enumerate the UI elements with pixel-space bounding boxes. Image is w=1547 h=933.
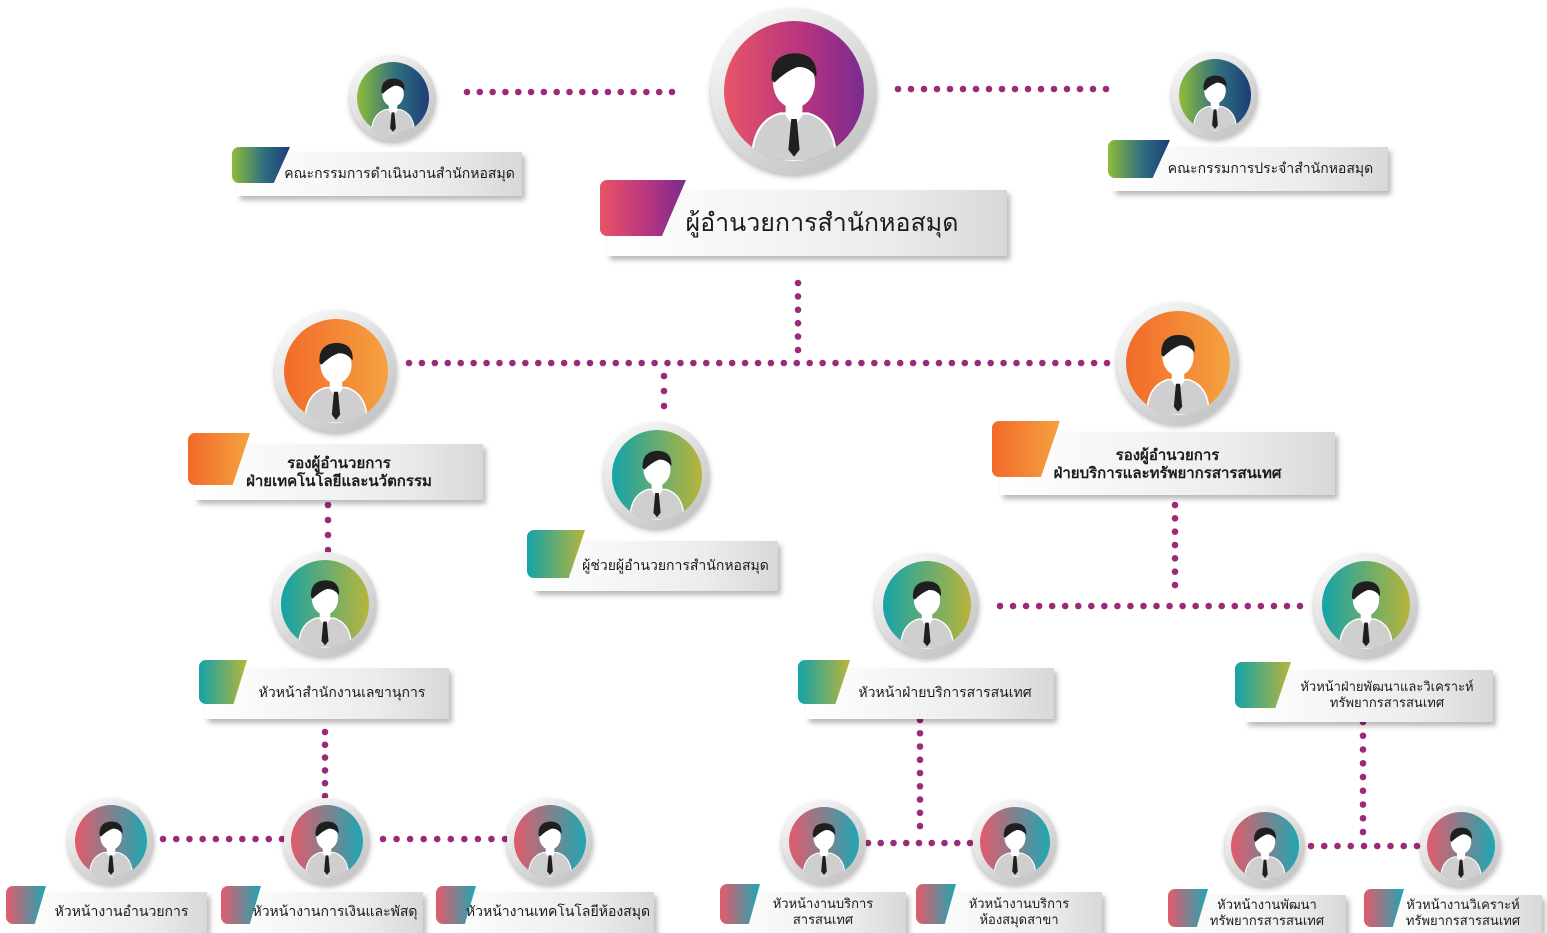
label-tab [916, 884, 956, 924]
avatar-unit-library-tech [507, 798, 593, 884]
connector-service-heads [996, 602, 1304, 610]
head-info-services-title: หัวหน้าฝ่ายบริการสารสนเทศ [858, 685, 1032, 702]
unit-branch-library-title-line1: หัวหน้างานบริการ [968, 896, 1070, 912]
label-tab [992, 421, 1060, 477]
connector-committee-operations [463, 88, 676, 96]
head-secretary-title: หัวหน้าสำนักงานเลขานุการ [258, 685, 426, 702]
avatar-deputy-services [1117, 302, 1239, 424]
person-icon [980, 807, 1050, 877]
avatar-unit-info-service [782, 800, 866, 884]
label-director: ผู้อำนวยการสำนักหอสมุด [600, 180, 1007, 256]
person-icon [1231, 812, 1299, 880]
unit-resource-analysis-title-line2: ทรัพยากรสารสนเทศ [1405, 914, 1521, 929]
assistant-director-title: ผู้ช่วยผู้อำนวยการสำนักหอสมุด [582, 557, 769, 574]
label-deputy-services: รองผู้อำนวยการ ฝ่ายบริการและทรัพยากรสารส… [992, 421, 1335, 495]
avatar-director [711, 8, 877, 174]
avatar-unit-resource-dev [1225, 806, 1305, 886]
label-head-secretary: หัวหน้าสำนักงานเลขานุการ [199, 660, 449, 719]
connector-deputy-services-down [1171, 501, 1179, 589]
avatar-deputy-tech [275, 310, 397, 432]
avatar-unit-admin [68, 798, 154, 884]
person-icon [789, 807, 859, 877]
connector-assistant [660, 372, 668, 410]
unit-finance-title: หัวหน้างานการเงินและพัสดุ [252, 904, 418, 921]
avatar-head-secretary [273, 552, 377, 656]
connector-resource-dev-down [1359, 718, 1367, 836]
unit-branch-library-title-line2: ห้องสมุดสาขา [979, 912, 1059, 928]
label-unit-info-service: หัวหน้างานบริการ สารสนเทศ [720, 884, 906, 933]
avatar-assistant-director [604, 422, 710, 528]
person-icon [291, 805, 363, 877]
avatar-head-resource-dev [1314, 553, 1418, 657]
label-tab [720, 884, 760, 924]
label-unit-finance: หัวหน้างานการเงินและพัสดุ [221, 886, 423, 933]
person-icon [357, 62, 429, 134]
connector-info-units [864, 839, 974, 847]
connector-unit-admin [159, 835, 286, 843]
label-committee-standing: คณะกรรมการประจำสำนักหอสมุด [1108, 140, 1388, 191]
unit-resource-dev-title-line1: หัวหน้างานพัฒนา [1217, 898, 1317, 914]
connector-info-services-down [916, 716, 924, 830]
label-unit-branch-library: หัวหน้างานบริการ ห้องสมุดสาขา [916, 884, 1102, 933]
label-unit-resource-dev: หัวหน้างานพัฒนา ทรัพยากรสารสนเทศ [1168, 889, 1346, 933]
unit-resource-analysis-title-line1: หัวหน้างานวิเคราะห์ [1406, 898, 1520, 914]
person-icon [1126, 311, 1230, 415]
unit-resource-dev-title-line2: ทรัพยากรสารสนเทศ [1209, 914, 1325, 929]
avatar-unit-branch-library [973, 800, 1057, 884]
connector-resource-units [1307, 842, 1421, 850]
deputy-tech-title-line2: ฝ่ายเทคโนโลยีและนวัตกรรม [246, 472, 432, 490]
unit-admin-title: หัวหน้างานอำนวยการ [54, 904, 189, 921]
person-icon [1179, 59, 1251, 131]
connector-committee-standing [894, 85, 1110, 93]
head-resource-dev-title-line1: หัวหน้าฝ่ายพัฒนาและวิเคราะห์ [1300, 680, 1474, 696]
director-title: ผู้อำนวยการสำนักหอสมุด [685, 208, 959, 237]
connector-secretary-down [321, 728, 329, 800]
unit-library-tech-title: หัวหน้างานเทคโนโลยีห้องสมุด [465, 904, 651, 921]
person-icon [612, 430, 702, 520]
avatar-unit-resource-analysis [1421, 806, 1501, 886]
person-icon [281, 560, 369, 648]
deputy-tech-title-line1: รองผู้อำนวยการ [287, 454, 391, 472]
label-head-resource-dev: หัวหน้าฝ่ายพัฒนาและวิเคราะห์ ทรัพยากรสาร… [1235, 662, 1493, 722]
committee-standing-title: คณะกรรมการประจำสำนักหอสมุด [1167, 160, 1374, 177]
committee-operations-title: คณะกรรมการดำเนินงานสำนักหอสมุด [284, 165, 515, 182]
label-deputy-tech: รองผู้อำนวยการ ฝ่ายเทคโนโลยีและนวัตกรรม [188, 433, 483, 500]
person-icon [284, 319, 388, 423]
connector-deputies [405, 359, 1111, 367]
deputy-services-title-line2: ฝ่ายบริการและทรัพยากรสารสนเทศ [1053, 463, 1282, 482]
avatar-committee-operations [350, 55, 436, 141]
deputy-services-title-line1: รองผู้อำนวยการ [1115, 445, 1220, 464]
label-head-info-services: หัวหน้าฝ่ายบริการสารสนเทศ [798, 660, 1054, 719]
avatar-head-info-services [875, 553, 979, 657]
person-icon [514, 805, 586, 877]
person-icon [883, 561, 971, 649]
label-assistant-director: ผู้ช่วยผู้อำนวยการสำนักหอสมุด [527, 530, 778, 591]
connector-deputy-tech-down [324, 501, 332, 554]
connector-unit-library-tech [379, 835, 509, 843]
person-icon [724, 21, 864, 161]
unit-info-service-title-line2: สารสนเทศ [792, 912, 854, 928]
label-unit-library-tech: หัวหน้างานเทคโนโลยีห้องสมุด [436, 886, 654, 933]
avatar-committee-standing [1172, 52, 1258, 138]
head-resource-dev-title-line2: ทรัพยากรสารสนเทศ [1329, 696, 1445, 711]
unit-info-service-title-line1: หัวหน้างานบริการ [772, 896, 874, 912]
connector-director-down [794, 279, 802, 354]
avatar-unit-finance [284, 798, 370, 884]
label-tab [188, 433, 250, 485]
label-committee-operations: คณะกรรมการดำเนินงานสำนักหอสมุด [232, 147, 522, 196]
label-unit-admin: หัวหน้างานอำนวยการ [6, 886, 207, 933]
person-icon [1427, 812, 1495, 880]
person-icon [1322, 561, 1410, 649]
person-icon [75, 805, 147, 877]
label-unit-resource-analysis: หัวหน้างานวิเคราะห์ ทรัพยากรสารสนเทศ [1364, 889, 1542, 933]
